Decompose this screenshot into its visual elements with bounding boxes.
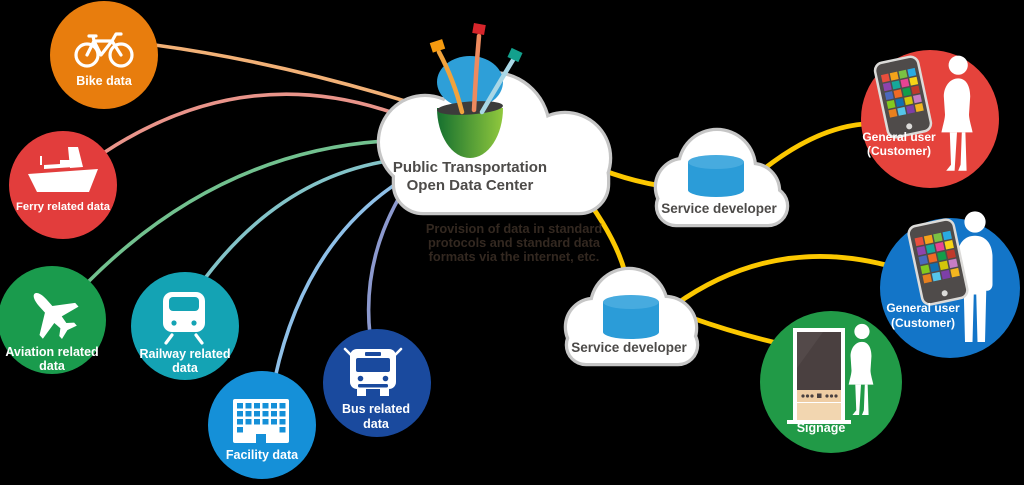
railway-label-line1: Railway related xyxy=(139,347,230,361)
stem-middle xyxy=(471,33,482,113)
seed-ellipse xyxy=(437,56,503,108)
service-developer-bottom-cloud: Service developer xyxy=(563,266,700,367)
note-line2: protocols and standard data xyxy=(428,235,601,250)
airplane-icon xyxy=(33,292,79,340)
note-line1: Provision of data in standard xyxy=(426,221,602,236)
user-blue-label-line2: (Customer) xyxy=(891,316,955,330)
connection-lines xyxy=(86,43,889,380)
note-line3: formats via the internet, etc. xyxy=(429,249,600,264)
pot-bowl xyxy=(437,108,503,158)
phone-home-button xyxy=(906,123,913,130)
male-silhouette xyxy=(957,211,993,342)
data-pot xyxy=(429,23,523,158)
building-icon xyxy=(233,399,289,443)
developer-bottom-label: Service developer xyxy=(571,340,687,355)
ferry-connection-line xyxy=(103,92,419,154)
bike-connection-line xyxy=(153,43,420,107)
train-icon xyxy=(163,292,205,345)
app-grid xyxy=(880,67,924,118)
bike-label: Bike data xyxy=(76,74,133,88)
flag-teal-icon xyxy=(507,47,523,63)
flag-red-icon xyxy=(472,23,486,35)
aviation-label-line1: Aviation related xyxy=(5,345,98,359)
signage-kiosk-icon xyxy=(787,328,851,424)
developer-top-to-user-red-line xyxy=(757,121,867,175)
railway-connection-line xyxy=(198,156,414,287)
aviation-label-line2: data xyxy=(39,359,66,373)
app-grid xyxy=(914,230,960,284)
developer-top-label: Service developer xyxy=(661,201,777,216)
ferry-data-node: Ferry related data xyxy=(9,131,117,239)
bike-circle xyxy=(50,1,158,109)
database-icon xyxy=(603,295,659,339)
bus-connection-line xyxy=(366,194,402,337)
bus-data-node: Bus related data xyxy=(323,329,431,437)
bicycle-icon xyxy=(74,32,134,68)
database-icon xyxy=(688,155,744,197)
facility-label: Facility data xyxy=(226,448,299,462)
aviation-data-node: Aviation related data xyxy=(0,266,106,374)
facility-connection-line xyxy=(273,176,407,380)
service-developer-top-cloud: Service developer xyxy=(653,127,790,228)
developer-bottom-to-user-blue-line xyxy=(672,254,889,308)
ship-icon xyxy=(28,147,98,192)
bus-label-line1: Bus related xyxy=(342,402,410,416)
bus-icon xyxy=(343,347,403,396)
smartphone-icon xyxy=(873,55,933,139)
bus-label-line2: data xyxy=(363,417,390,431)
user-red-label-line1: General user xyxy=(862,130,936,144)
signage-node: Signage xyxy=(760,311,902,453)
railway-data-node: Railway related data xyxy=(131,272,239,380)
ferry-label: Ferry related data xyxy=(16,201,111,213)
center-title-line2: Open Data Center xyxy=(407,177,534,194)
stem-right xyxy=(479,57,516,115)
general-user-red-node: General user (Customer) xyxy=(861,50,999,188)
female-silhouette xyxy=(848,323,874,416)
flag-orange-icon xyxy=(429,39,446,53)
stem-left xyxy=(436,49,465,115)
provision-note: Provision of data in standard protocols … xyxy=(426,221,602,264)
open-data-center-cloud: Public Transportation Open Data Center xyxy=(376,23,613,216)
signage-label: Signage xyxy=(797,421,846,435)
bike-data-node: Bike data xyxy=(50,1,158,109)
user-red-label-line2: (Customer) xyxy=(867,144,931,158)
railway-label-line2: data xyxy=(172,361,199,375)
kiosk-buttons xyxy=(801,393,838,398)
general-user-blue-node: General user (Customer) xyxy=(880,211,1020,358)
building-windows xyxy=(237,403,286,443)
female-silhouette xyxy=(941,55,973,171)
facility-data-node: Facility data xyxy=(208,371,316,479)
phone-home-button xyxy=(941,290,948,297)
center-title-line1: Public Transportation xyxy=(393,159,547,176)
smartphone-icon xyxy=(907,218,969,306)
user-blue-label-line1: General user xyxy=(886,301,960,315)
aviation-connection-line xyxy=(86,138,418,284)
